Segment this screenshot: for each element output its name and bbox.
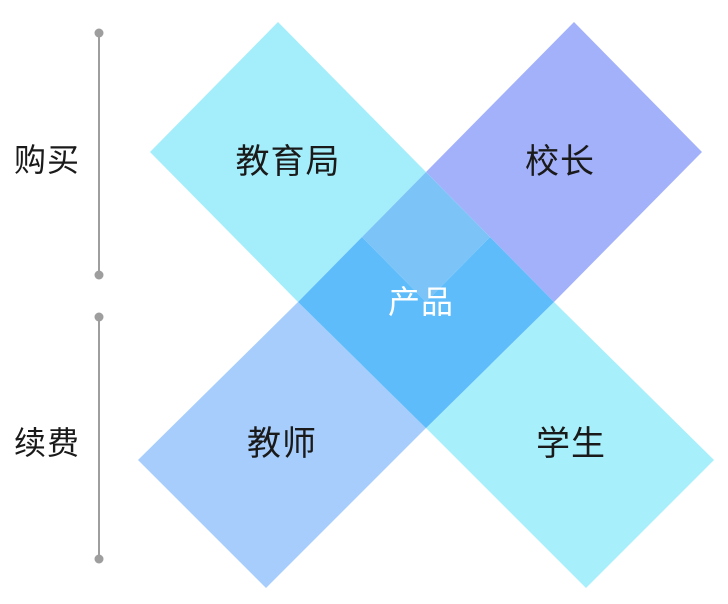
timeline-lower-bottom-dot (94, 554, 104, 564)
timeline-lower-top-dot (94, 312, 104, 322)
timeline-upper-bottom-dot (94, 270, 104, 280)
diamond-bottom-left (138, 302, 426, 588)
timeline-upper-top-dot (94, 28, 104, 38)
center-label-product: 产品 (387, 283, 455, 321)
diamond-top-right (426, 22, 702, 302)
quadrant-label-student: 学生 (536, 424, 606, 464)
diamond-bottom-right (426, 302, 714, 588)
renewal-label: 续费 (14, 424, 81, 462)
purchase-label: 购买 (14, 141, 81, 179)
quadrant-label-teacher: 教师 (247, 424, 317, 464)
quadrant-label-principal: 校长 (525, 142, 595, 182)
overlap-center (298, 237, 554, 428)
diamond-top-left (150, 22, 426, 302)
quadrant-label-education-bureau: 教育局 (235, 142, 341, 182)
